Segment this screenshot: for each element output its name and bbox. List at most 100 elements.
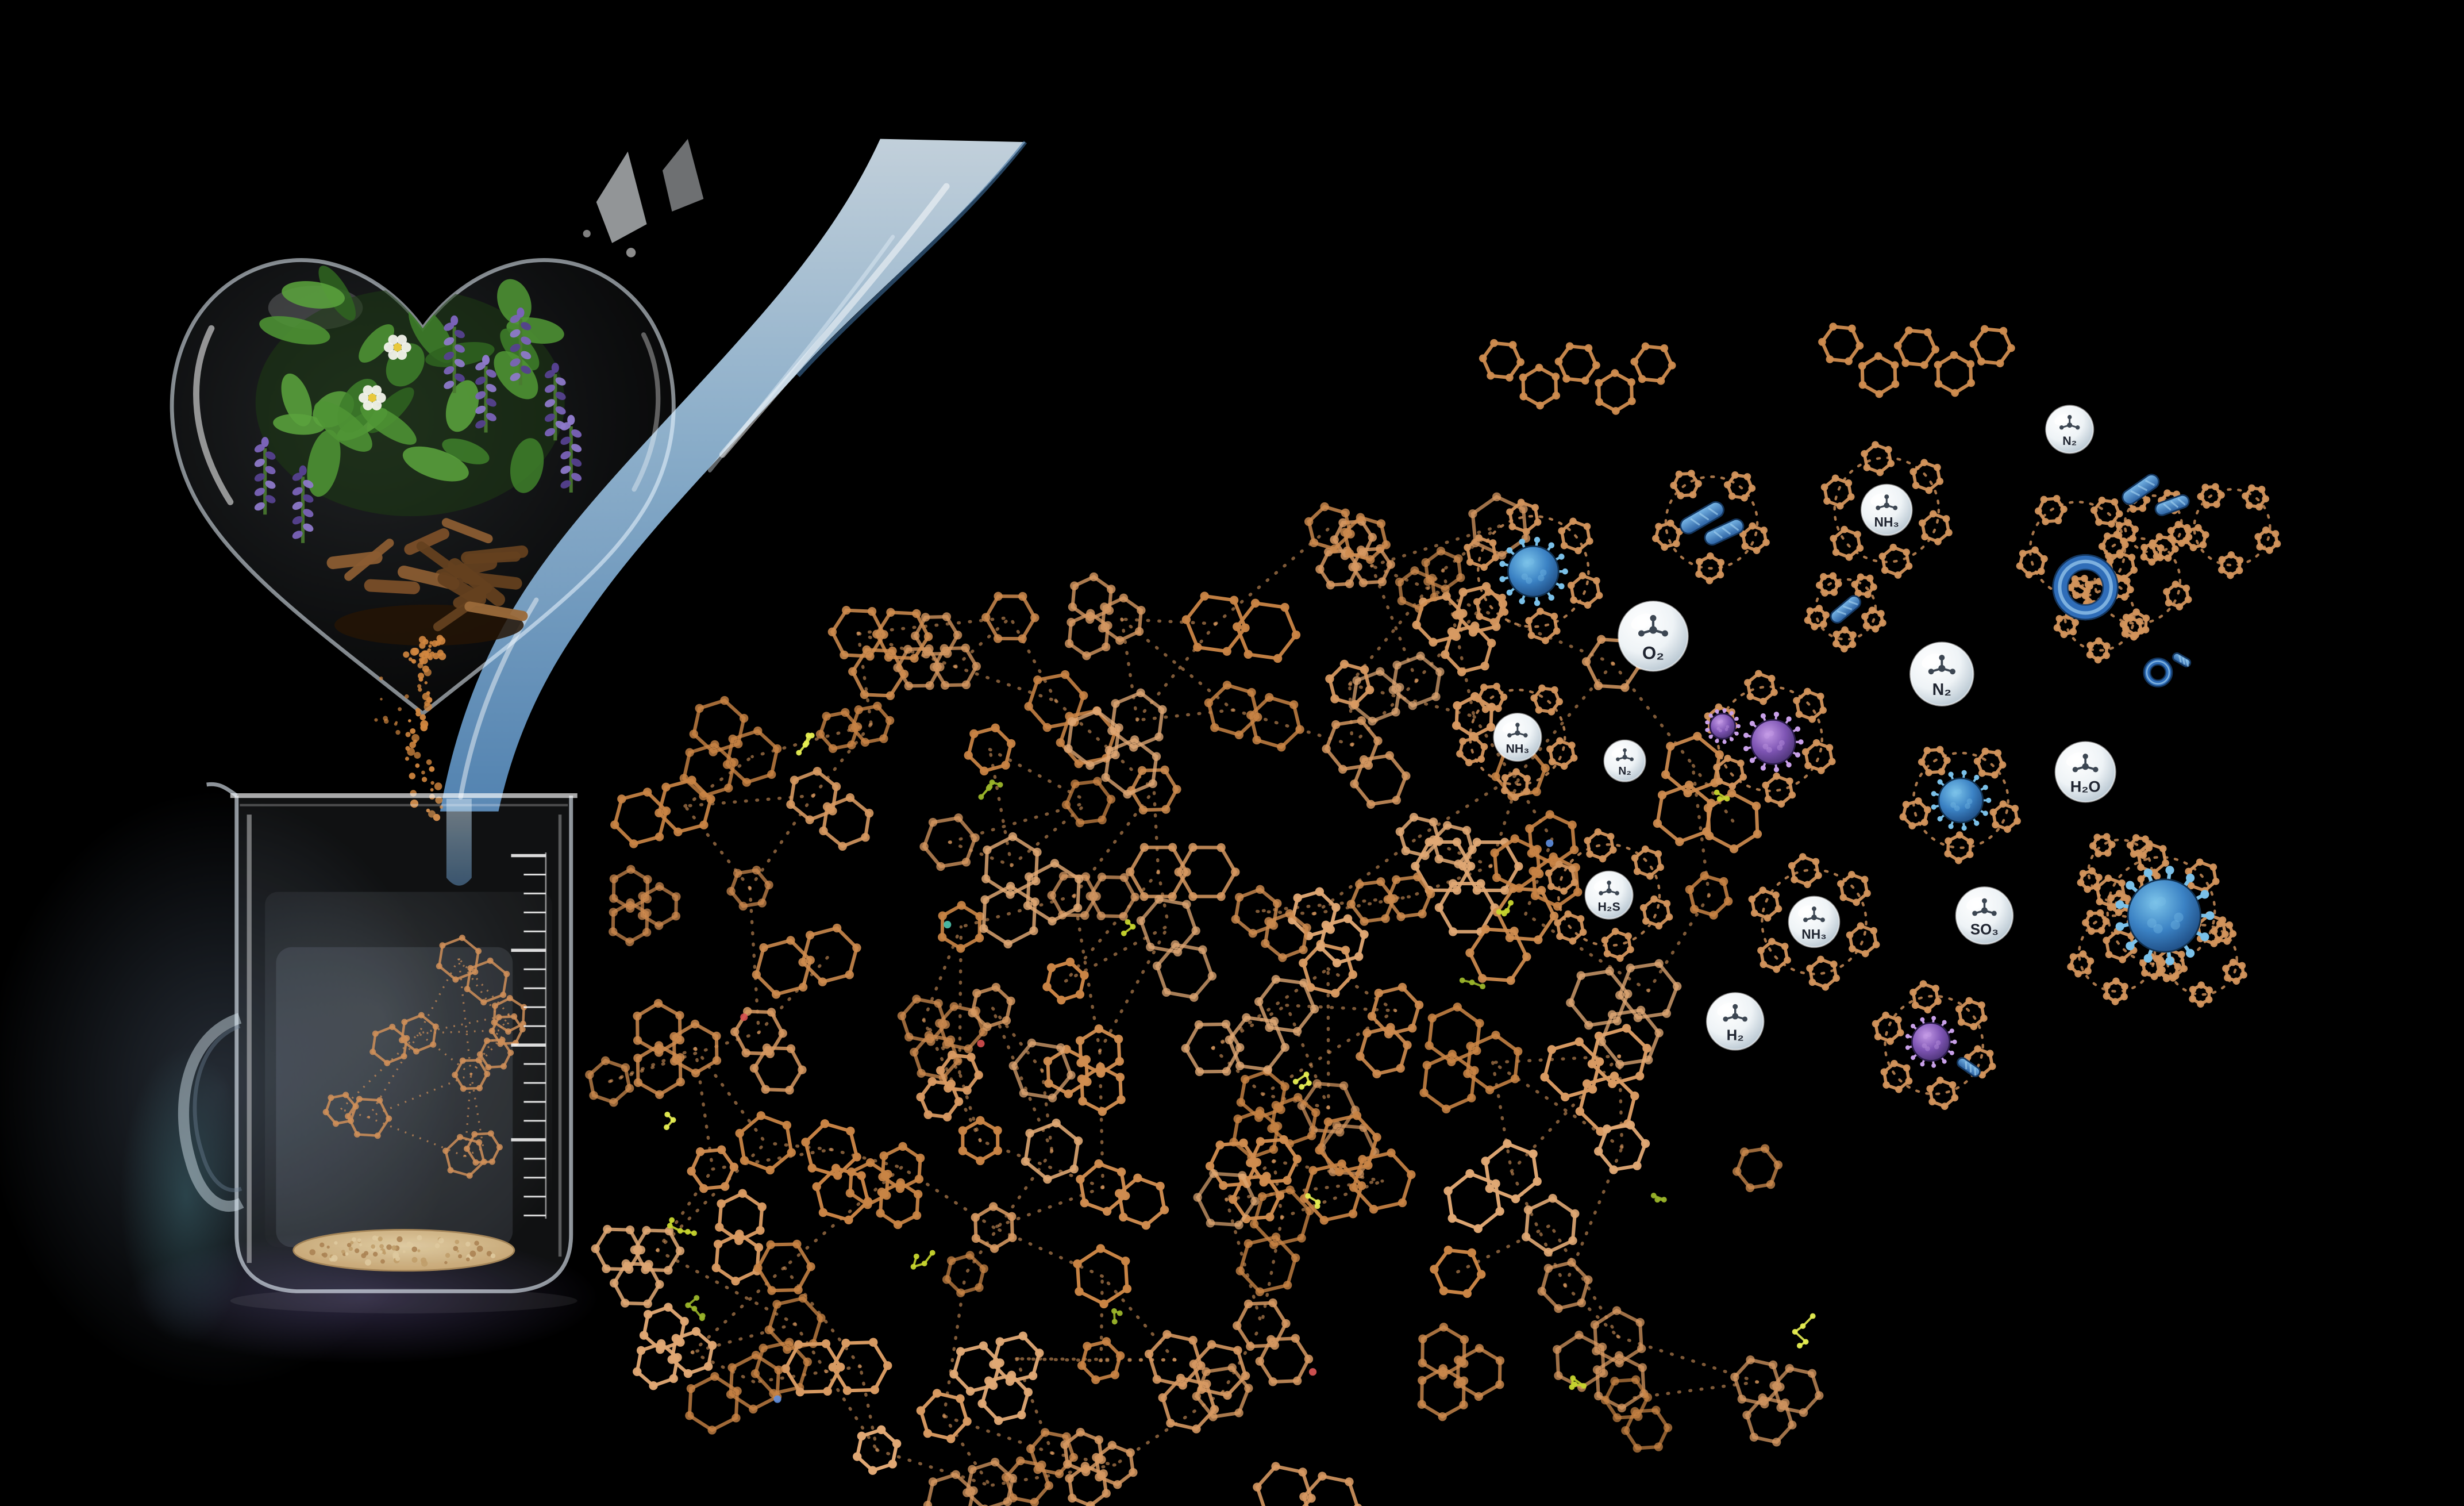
splash-shard (596, 151, 647, 243)
molecule-cluster (971, 1202, 1017, 1253)
molecule-cluster (1205, 1135, 1302, 1224)
virus-purple-icon (1911, 1022, 1951, 1062)
molecule-cluster (786, 767, 874, 851)
molecule-cluster (1356, 982, 1424, 1079)
host-ring-bacteria (1652, 470, 1770, 585)
bacterium-rod-icon (1704, 518, 1745, 546)
flask-highlight (632, 332, 661, 492)
molecule-cluster (1490, 810, 1583, 911)
molecule-cluster (1043, 1024, 1126, 1116)
trace-dot (1308, 1368, 1317, 1376)
plant-botanicals (254, 266, 582, 646)
leaf (307, 429, 341, 497)
leaf (402, 446, 469, 482)
leaf (282, 281, 345, 309)
molecule-cluster (1594, 1120, 1650, 1174)
molecule-cluster (1204, 681, 1304, 752)
leaf (259, 316, 330, 345)
molecular-network (585, 492, 1824, 1506)
host-ring-virus-purple (1704, 670, 1836, 808)
molecule-cluster (1465, 883, 1559, 985)
molecule-cluster (633, 1303, 717, 1390)
lavender-spike (444, 315, 465, 393)
dried-root (448, 558, 505, 606)
gas-label: O₂ (1642, 643, 1664, 663)
beaker-body (234, 796, 573, 1293)
dried-root (326, 551, 383, 570)
gas-sphere-so3: SO₃ (1955, 886, 2014, 945)
leaf (360, 404, 417, 445)
molecule-cluster (1730, 1355, 1824, 1447)
molecule-cluster (919, 813, 980, 871)
molecule-cluster (1566, 959, 1682, 1069)
host-ring-gas-nh3: NH₃ (1456, 682, 1578, 801)
molecule-cluster (1181, 1020, 1245, 1077)
molecule-cluster (750, 1293, 826, 1398)
molecule-cluster (1061, 777, 1116, 828)
gas-sphere-n2: N₂ (2045, 405, 2095, 454)
water-highlight (707, 235, 895, 472)
trace-molecule (1111, 1308, 1123, 1325)
dried-root (441, 518, 493, 544)
trace-dot (740, 1013, 748, 1021)
trace-molecule (1305, 1193, 1321, 1209)
trace-dot (1546, 839, 1554, 847)
leaf (314, 401, 372, 452)
molecule-cluster (1065, 572, 1146, 660)
beaker-spout (206, 782, 238, 797)
extract-powder-stream (374, 635, 446, 821)
trace-molecule (1459, 977, 1486, 990)
molecule-cluster (893, 612, 981, 690)
host-ring-cluster-virus (2067, 833, 2247, 1008)
molecule-cluster (1600, 1375, 1673, 1453)
molecule-cluster (1395, 547, 1465, 613)
molecule-cluster (1685, 871, 1733, 920)
dried-root (464, 551, 521, 564)
trace-molecule (1569, 1375, 1587, 1390)
molecule-cluster (1468, 492, 1531, 560)
leaf (442, 438, 490, 464)
splash-droplet (626, 248, 636, 258)
gas-sphere-n2: N₂ (1909, 641, 1974, 706)
molecule-cluster (730, 1006, 807, 1095)
root-shadow (334, 604, 524, 646)
leaf (510, 438, 544, 493)
molecule-cluster (1181, 591, 1301, 663)
trace-dot (977, 1039, 985, 1048)
beaker-handle (178, 1013, 244, 1212)
molecule-cluster (845, 1142, 925, 1230)
molecule-cluster (1235, 1185, 1314, 1297)
lavender-spike (510, 307, 532, 386)
molecule-cluster (1299, 940, 1357, 998)
molecule-cluster (923, 1457, 1018, 1506)
molecule-cluster (1231, 885, 1311, 962)
molecule-cluster (633, 998, 722, 1099)
lavender-spike (560, 414, 582, 493)
molecule-cluster (979, 832, 1084, 948)
lavender-spike (544, 363, 566, 441)
molecule-cluster (958, 1116, 1003, 1166)
trace-molecule (1714, 789, 1730, 802)
molecule-cluster (1395, 813, 1477, 869)
molecule-cluster (752, 923, 861, 999)
molecule-cluster (1300, 1111, 1416, 1225)
molecule-cluster (853, 1425, 902, 1475)
host-ring-gas-nh3: NH₃ (1820, 441, 1953, 579)
molecule-cluster (916, 1050, 983, 1121)
molecule-cluster (609, 865, 681, 947)
trace-molecule (1650, 1193, 1667, 1203)
molecule-cluster (949, 1331, 1044, 1426)
dried-root (464, 601, 528, 621)
beaker-water-column (446, 798, 472, 886)
host-ring-virus-blue (1464, 498, 1603, 644)
gas-sphere-h2: H₂ (1705, 992, 1765, 1051)
molecule-cluster (801, 1119, 873, 1225)
molecule-cluster (1076, 1159, 1169, 1230)
molecule-cluster (726, 866, 773, 911)
virus-blue-icon (1507, 545, 1560, 598)
molecule-cluster (685, 1351, 783, 1435)
trace-molecule (1121, 919, 1136, 936)
trace-molecule (1792, 1313, 1816, 1349)
gas-sphere-o2: O₂ (1618, 600, 1689, 672)
